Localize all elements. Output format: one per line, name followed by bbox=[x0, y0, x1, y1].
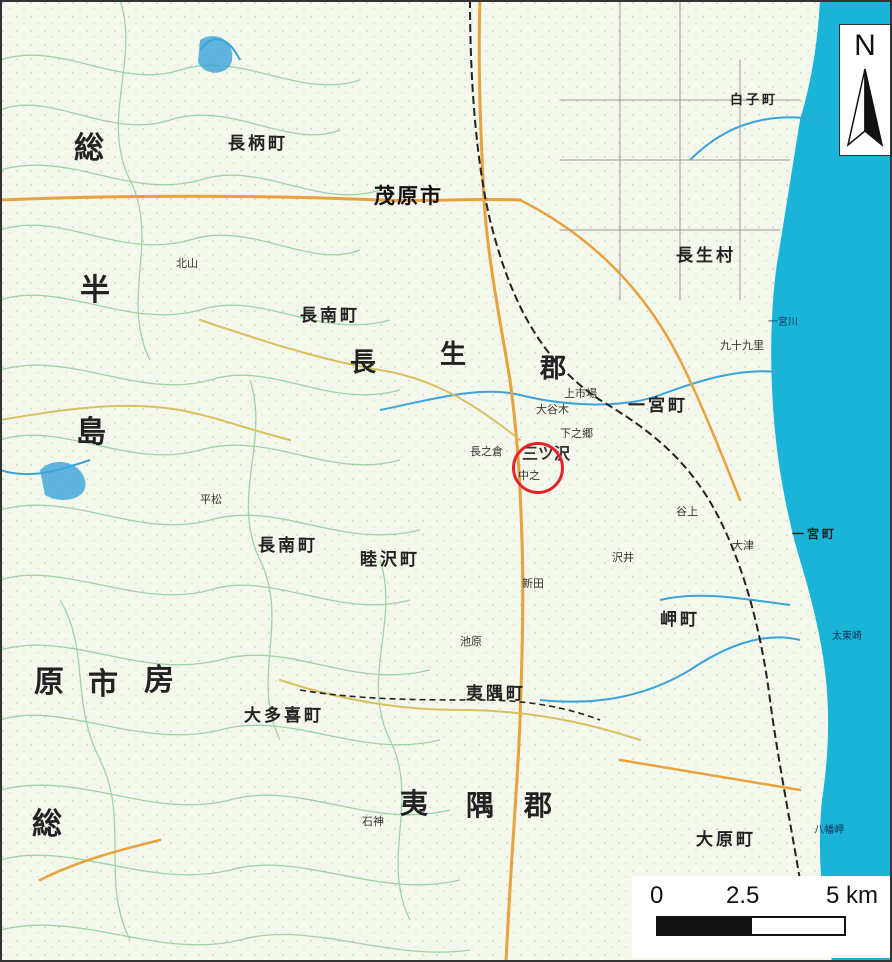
label-ichinomiya-town[interactable]: 一宮町 bbox=[628, 396, 688, 416]
label-ichinomiya-town-east[interactable]: 一宮町 bbox=[792, 527, 838, 541]
pond bbox=[198, 36, 233, 73]
label-nagara-town[interactable]: 長柄町 bbox=[228, 134, 288, 154]
label-kunori: 九十九里 bbox=[720, 339, 764, 352]
label-misaki-town[interactable]: 岬町 bbox=[660, 610, 700, 630]
label-ishigami: 石神 bbox=[362, 815, 384, 828]
scale-label-0: 0 bbox=[650, 882, 664, 909]
label-ikehara: 池原 bbox=[460, 635, 482, 648]
label-nagao-village[interactable]: 長生村 bbox=[676, 246, 736, 266]
scale-label-5km: 5 km bbox=[826, 882, 879, 909]
label-boso-shima: 島 bbox=[76, 415, 106, 450]
label-chosei-gun-2: 生 bbox=[440, 340, 467, 370]
north-arrow: N bbox=[839, 24, 891, 156]
label-chosei-gun-1: 長 bbox=[350, 348, 377, 378]
label-isumi-gun-1: 夷 bbox=[400, 787, 429, 820]
label-yatsu: 谷上 bbox=[676, 505, 698, 518]
label-ozu: 大津 bbox=[732, 539, 754, 552]
label-isumi-gun-3: 郡 bbox=[524, 789, 553, 822]
label-ichihara-hara: 原 bbox=[34, 665, 64, 700]
label-hachiman-cape: 八幡岬 bbox=[814, 825, 844, 836]
label-taito-cape: 太東崎 bbox=[832, 631, 862, 642]
label-otaki-town[interactable]: 大多喜町 bbox=[244, 706, 324, 726]
label-hiramatsu: 平松 bbox=[200, 493, 222, 506]
north-letter: N bbox=[854, 29, 876, 62]
scale-label-2-5: 2.5 bbox=[726, 882, 760, 909]
label-boso-fusa-2: 総 bbox=[32, 807, 62, 842]
label-mobara-city[interactable]: 茂原市 bbox=[374, 184, 443, 208]
scale-bar: 0 2.5 5 km bbox=[632, 876, 890, 958]
reservoir bbox=[40, 461, 86, 500]
sea-area bbox=[771, 0, 892, 962]
label-shimonogo: 下之郷 bbox=[560, 427, 593, 440]
label-shinden: 新田 bbox=[522, 577, 544, 590]
label-boso-fusa: 総 bbox=[74, 131, 104, 166]
isumi-railway bbox=[299, 689, 601, 721]
scale-segment-black bbox=[656, 916, 752, 936]
label-oyatsu: 大谷木 bbox=[536, 403, 569, 416]
label-shirako-town[interactable]: 白子町 bbox=[730, 93, 779, 108]
label-kamiichiba: 上市場 bbox=[564, 387, 597, 400]
label-mutsuzawa-town[interactable]: 睦沢町 bbox=[360, 550, 420, 570]
label-boso-han: 半 bbox=[80, 273, 110, 308]
rivers bbox=[0, 38, 821, 703]
label-ichihara-shi: 市 bbox=[88, 667, 118, 702]
label-chonan-town[interactable]: 長南町 bbox=[258, 536, 318, 556]
label-isumi-town[interactable]: 夷隅町 bbox=[466, 684, 526, 704]
label-boso-bo: 房 bbox=[144, 663, 174, 698]
contours bbox=[0, 0, 471, 953]
label-ichinomiya-river: 一宮川 bbox=[768, 317, 798, 328]
railway bbox=[469, 0, 801, 881]
scale-segment-white bbox=[750, 916, 846, 936]
label-isumi-gun-2: 隅 bbox=[466, 789, 495, 822]
north-arrow-icon bbox=[846, 68, 884, 147]
label-chonan-town-north[interactable]: 長南町 bbox=[300, 306, 360, 326]
label-chosei-gun-3: 郡 bbox=[540, 354, 567, 384]
label-kitayama: 北山 bbox=[176, 257, 198, 270]
target-location-marker[interactable] bbox=[512, 442, 564, 494]
label-sawai: 沢井 bbox=[612, 551, 634, 564]
label-ohara-town[interactable]: 大原町 bbox=[696, 830, 756, 850]
label-naganose: 長之倉 bbox=[470, 445, 503, 458]
